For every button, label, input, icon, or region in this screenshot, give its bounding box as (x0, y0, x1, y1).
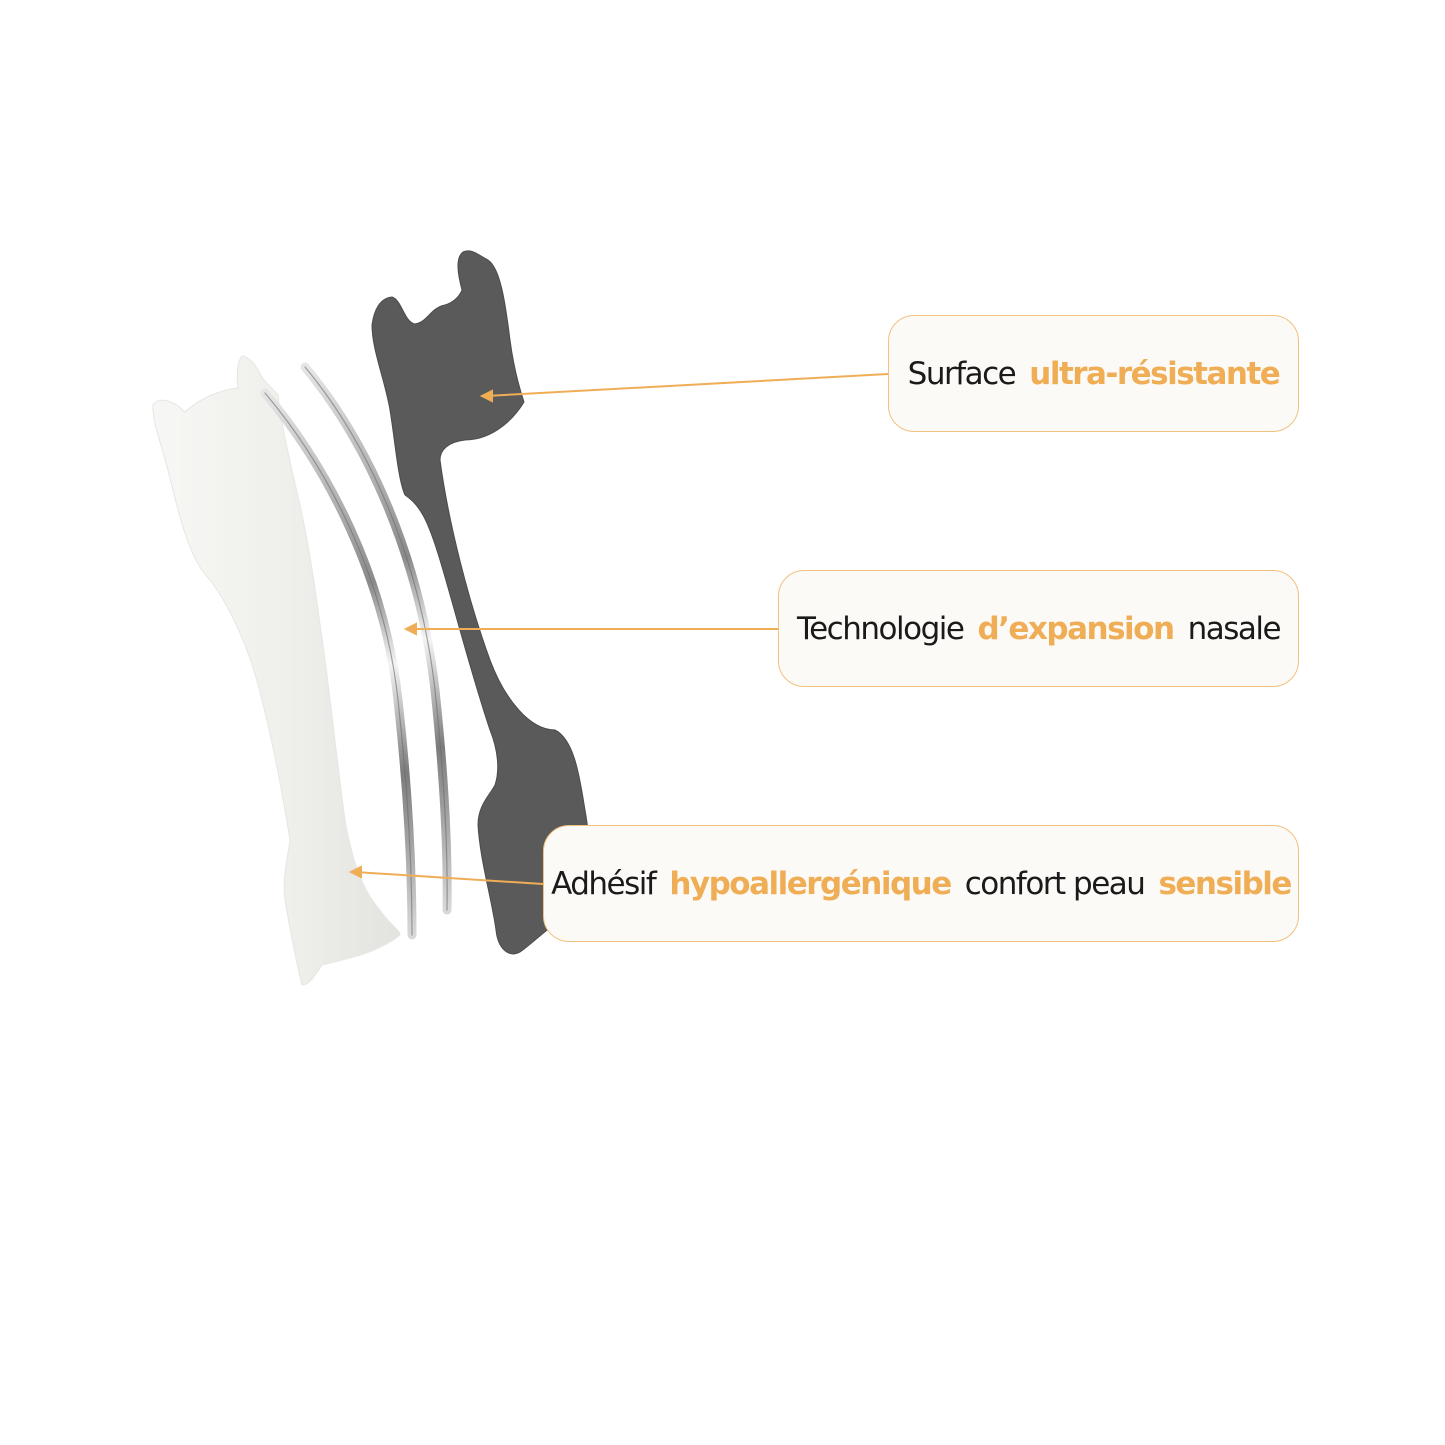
callout-adhesive-highlight-2: sensible (1158, 865, 1292, 902)
top-surface-layer (371, 250, 590, 955)
callout-adhesive: Adhésif hypoallergénique confort peau se… (543, 825, 1299, 942)
callout-adhesive-prefix: Adhésif (551, 865, 657, 902)
adhesive-layer (152, 355, 401, 986)
callout-surface: Surface ultra-résistante (888, 315, 1299, 432)
connector-adhesive-arrow-icon (348, 865, 362, 879)
spring-band-inner-edge (264, 392, 413, 936)
callout-surface-highlight: ultra-résistante (1029, 355, 1281, 392)
connector-adhesive (354, 871, 544, 885)
connectors (348, 373, 889, 885)
connector-surface-arrow-icon (479, 389, 493, 403)
callout-technology-suffix: nasale (1187, 610, 1282, 647)
callout-adhesive-middle: confort peau (964, 865, 1146, 902)
callout-technology-highlight: d’expansion (977, 610, 1175, 647)
callout-surface-text: Surface (907, 355, 1017, 392)
callout-adhesive-highlight-1: hypoallergénique (669, 865, 952, 902)
connector-surface (485, 373, 889, 397)
callout-technology-prefix: Technologie (796, 610, 965, 647)
connector-technology-arrow-icon (403, 622, 417, 636)
spring-band-outer-edge (304, 366, 448, 911)
callout-technology: Technologie d’expansion nasale (778, 570, 1299, 687)
